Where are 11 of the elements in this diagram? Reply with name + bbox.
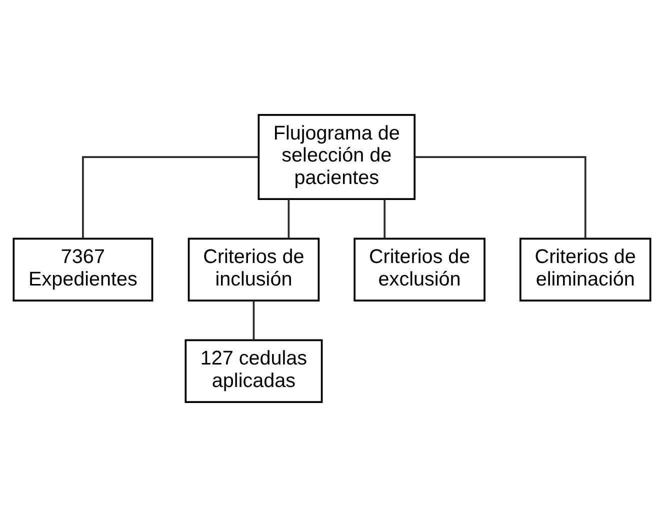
connector (384, 198, 386, 238)
node-box: Flujograma de selección de pacientes (258, 114, 416, 200)
node-box: 127 cedulas aplicadas (184, 338, 323, 402)
node-box: Criterios de inclusión (188, 237, 320, 301)
node-box: Criterios de eliminación (519, 237, 652, 301)
connector (82, 156, 258, 238)
node-box: 7367 Expedientes (12, 237, 154, 301)
connector (414, 156, 586, 238)
connector (252, 300, 255, 340)
connector (288, 198, 290, 238)
node-box: Criterios de exclusión (354, 237, 486, 301)
